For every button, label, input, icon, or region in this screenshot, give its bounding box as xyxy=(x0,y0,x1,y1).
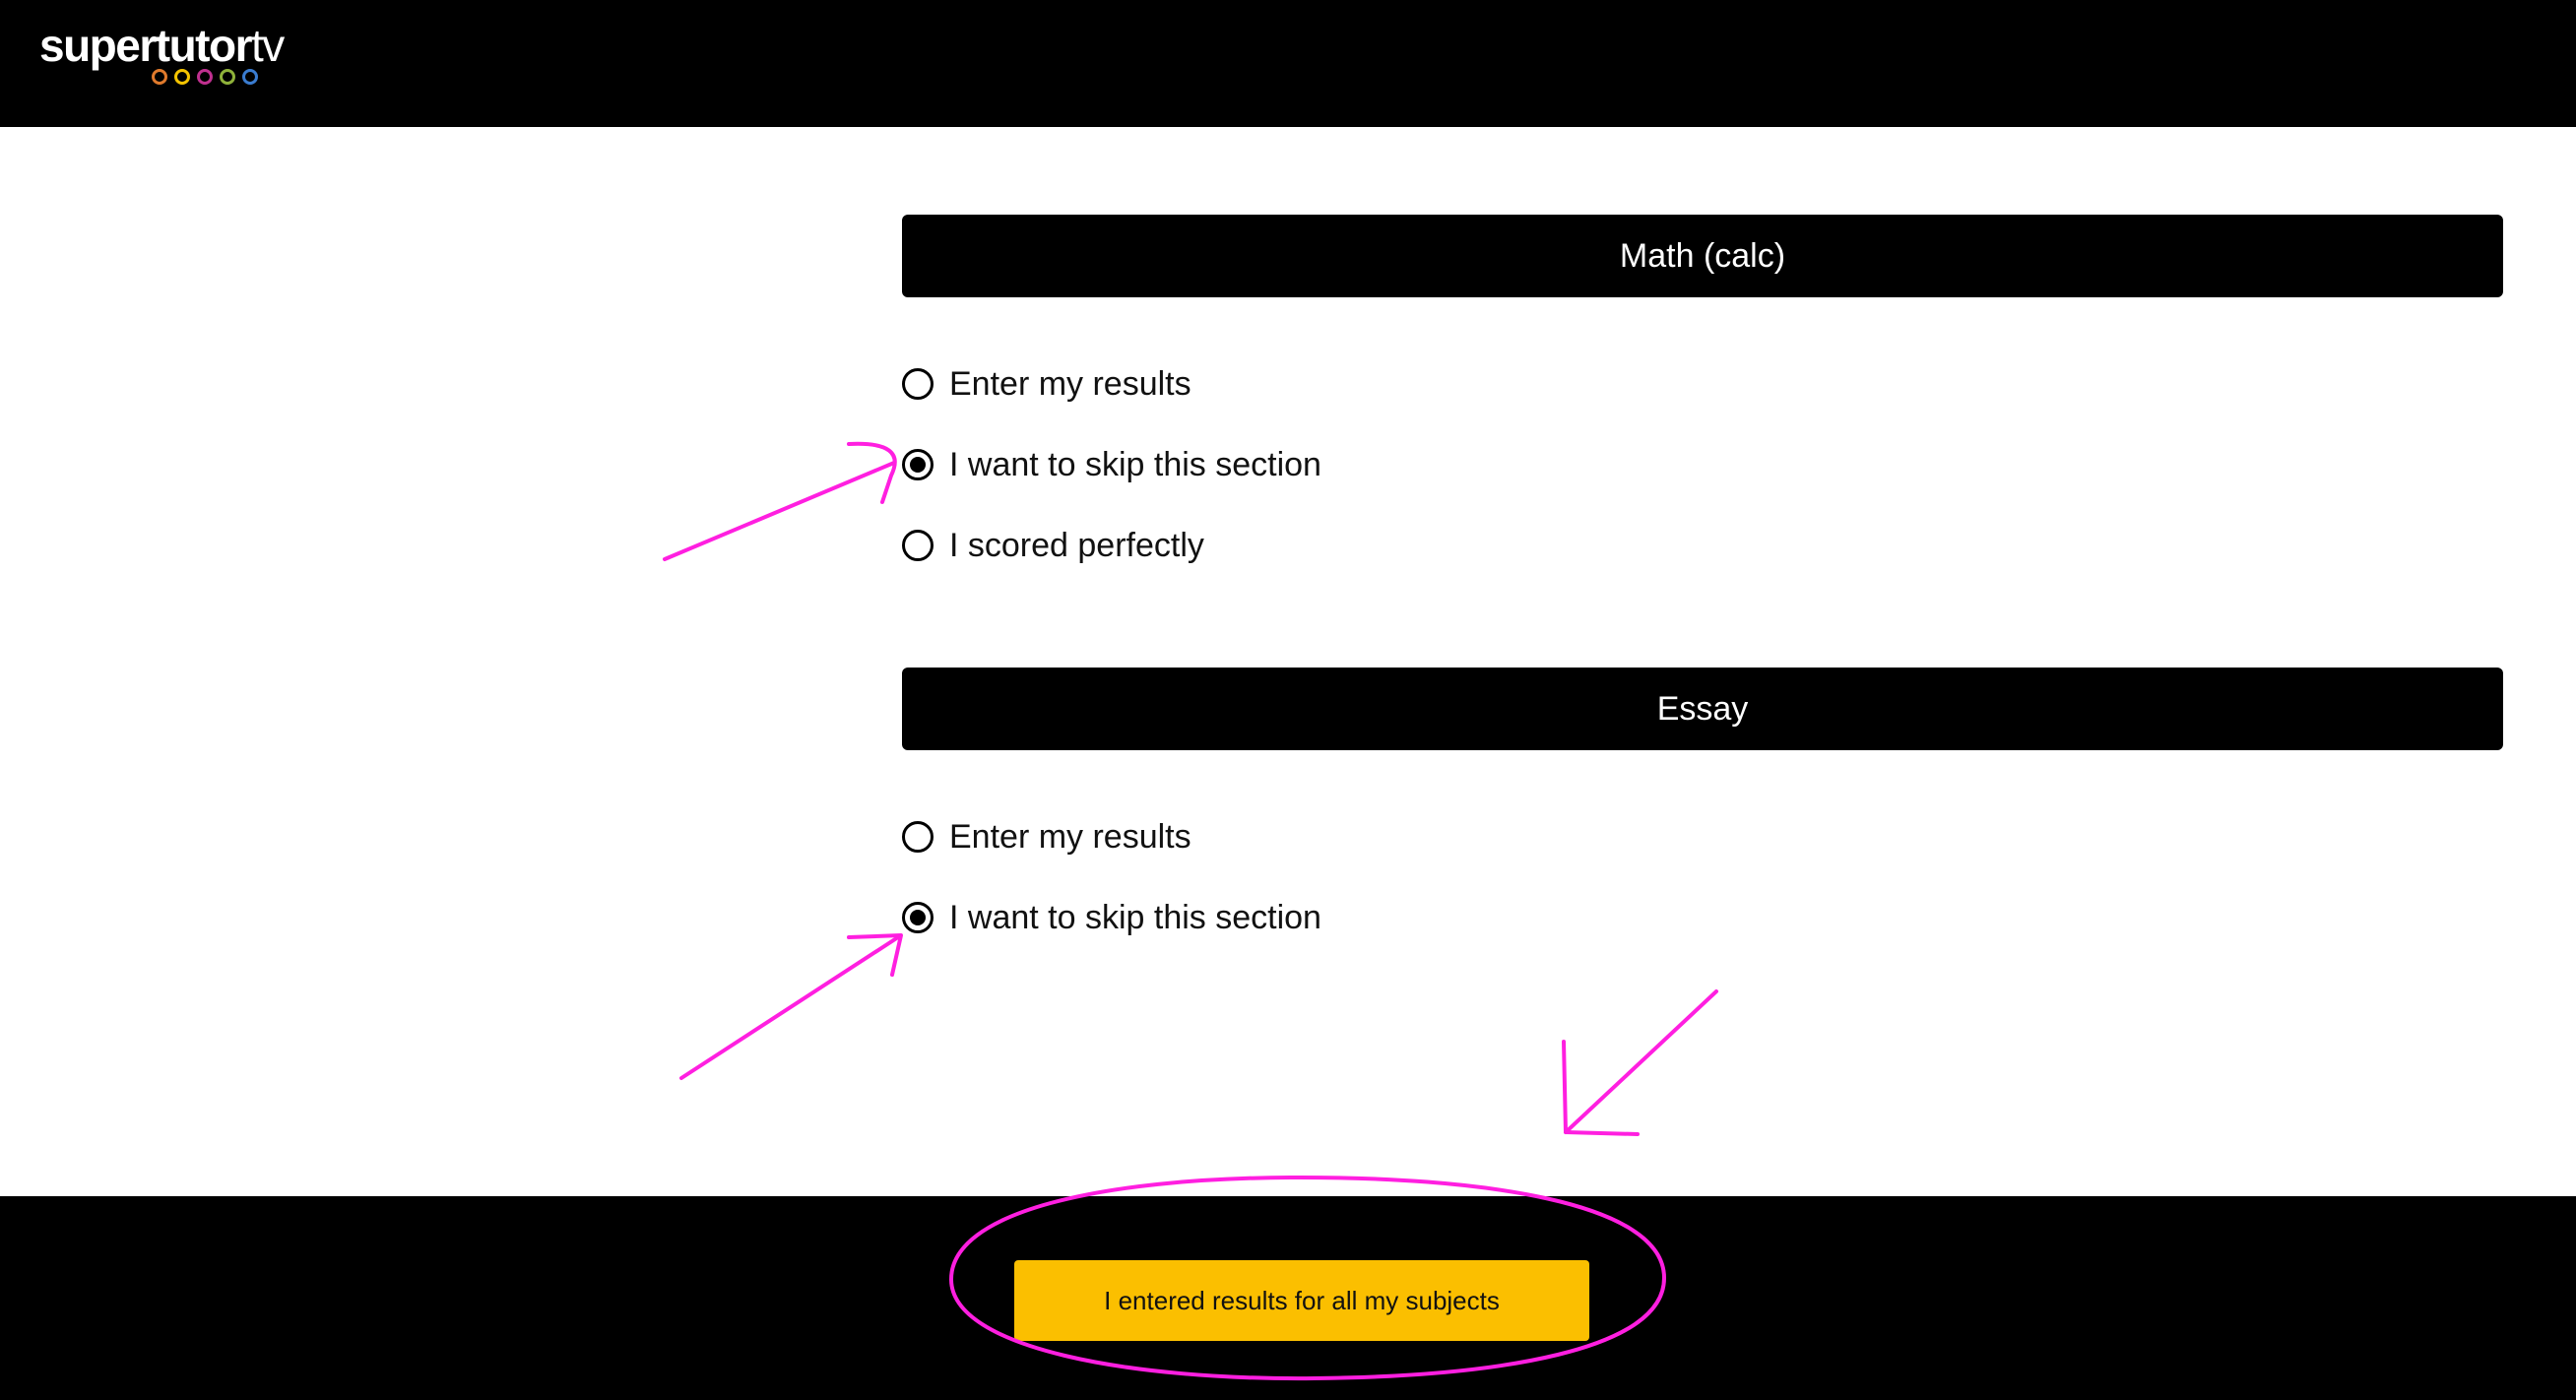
section-header-essay: Essay xyxy=(902,668,2503,750)
logo-text-light: tv xyxy=(251,20,285,71)
option-essay-skip-section[interactable]: I want to skip this section xyxy=(902,893,1321,942)
logo-dot-icon xyxy=(152,69,167,85)
submit-all-results-button[interactable]: I entered results for all my subjects xyxy=(1014,1260,1589,1341)
option-label: I want to skip this section xyxy=(949,445,1321,483)
radio-button[interactable] xyxy=(902,821,934,853)
logo-wordmark: supertutortv xyxy=(39,18,285,73)
option-label: Enter my results xyxy=(949,364,1191,403)
annotation-arrowhead-icon xyxy=(847,933,903,977)
logo-dot-icon xyxy=(197,69,213,85)
logo-dot-icon xyxy=(242,69,258,85)
option-math-enter-results[interactable]: Enter my results xyxy=(902,359,1191,409)
radio-button[interactable] xyxy=(902,368,934,400)
annotation-arrow-icon xyxy=(663,461,896,561)
annotation-arrowhead-icon xyxy=(847,441,897,504)
option-essay-enter-results[interactable]: Enter my results xyxy=(902,812,1191,861)
option-math-scored-perfectly[interactable]: I scored perfectly xyxy=(902,521,1204,570)
radio-button[interactable] xyxy=(902,449,934,480)
radio-button[interactable] xyxy=(902,530,934,561)
section-header-math-calc: Math (calc) xyxy=(902,215,2503,297)
option-label: Enter my results xyxy=(949,817,1191,856)
logo-dots xyxy=(152,69,258,85)
logo-dot-icon xyxy=(220,69,235,85)
option-label: I scored perfectly xyxy=(949,526,1204,564)
option-math-skip-section[interactable]: I want to skip this section xyxy=(902,440,1321,489)
logo-dot-icon xyxy=(174,69,190,85)
annotation-arrow-icon xyxy=(1564,989,1718,1134)
radio-button[interactable] xyxy=(902,902,934,933)
option-label: I want to skip this section xyxy=(949,898,1321,936)
logo-text-bold: supertutor xyxy=(39,20,253,71)
top-navigation-bar: supertutortv xyxy=(0,0,2576,127)
annotation-arrowhead-icon xyxy=(1562,1040,1640,1136)
supertutortv-logo[interactable]: supertutortv xyxy=(39,18,305,96)
annotation-arrow-icon xyxy=(679,935,900,1080)
